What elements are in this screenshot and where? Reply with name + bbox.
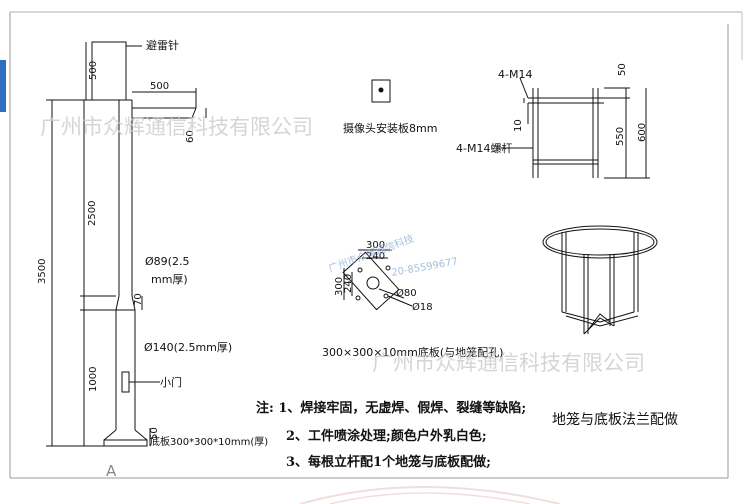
cage-bolt-top: 4-M14 — [498, 68, 532, 81]
lightning-rod-label: 避雷针 — [146, 38, 179, 52]
dim-60: 60 — [185, 130, 196, 143]
watermark-top: 广州市众辉通信科技有限公司 — [40, 115, 313, 139]
dim-50: 50 — [149, 427, 160, 440]
note-2: 2、工件喷涂处理;颜色户外乳白色; — [286, 428, 487, 444]
pole-elevation — [46, 41, 207, 447]
door-label: 小门 — [160, 375, 182, 389]
camera-plate — [371, 79, 391, 103]
dim-70: 70 — [133, 293, 144, 306]
bp-caption: 300×300×10mm底板(与地笼配孔) — [322, 345, 503, 359]
anchor-cage-3d — [542, 225, 658, 335]
bp-hole-80: Ø80 — [396, 287, 417, 299]
point-a-label: A — [106, 462, 117, 480]
cage-dim-550: 550 — [615, 127, 626, 146]
upper-tube-label-2: mm厚) — [151, 273, 188, 286]
bottom-stamp — [299, 486, 561, 504]
dim-500-arm: 500 — [150, 81, 169, 92]
lower-tube-label: Ø140(2.5mm厚) — [144, 341, 232, 354]
cage-dim-50: 50 — [617, 63, 628, 76]
cage-bolt-side: 4-M14螺杆 — [456, 141, 512, 155]
bp-dim-240-left: 240 — [343, 274, 354, 293]
camera-plate-label: 摄像头安装板8mm — [343, 121, 437, 135]
dim-1000: 1000 — [88, 367, 99, 392]
note-1: 注: 1、焊接牢固，无虚焊、假焊、裂缝等缺陷; — [256, 400, 526, 416]
bp-dim-300-top: 300 — [366, 240, 385, 251]
watermark-bottom: 广州市众辉通信科技有限公司 — [372, 351, 645, 375]
bp-dim-240-top: 240 — [366, 251, 385, 262]
cage-caption: 地笼与底板法兰配做 — [552, 411, 678, 428]
bp-dim-300-left: 300 — [334, 277, 345, 296]
base-plate-label: 底板300*300*10mm(厚) — [150, 435, 268, 448]
bp-hole-18: Ø18 — [412, 301, 433, 313]
anchor-cage-elevation — [496, 77, 650, 179]
dim-2500: 2500 — [87, 201, 98, 226]
base-plate-detail — [342, 249, 413, 311]
pole-base-plate — [103, 439, 148, 447]
upper-tube-label: Ø89(2.5 — [145, 255, 189, 268]
note-3: 3、每根立杆配1个地笼与底板配做; — [286, 454, 491, 470]
left-accent-bar — [0, 60, 6, 112]
cage-dim-10: 10 — [513, 119, 524, 132]
cage-dim-600: 600 — [637, 123, 648, 142]
dim-500-top: 500 — [88, 61, 99, 80]
dim-3500: 3500 — [37, 259, 48, 284]
